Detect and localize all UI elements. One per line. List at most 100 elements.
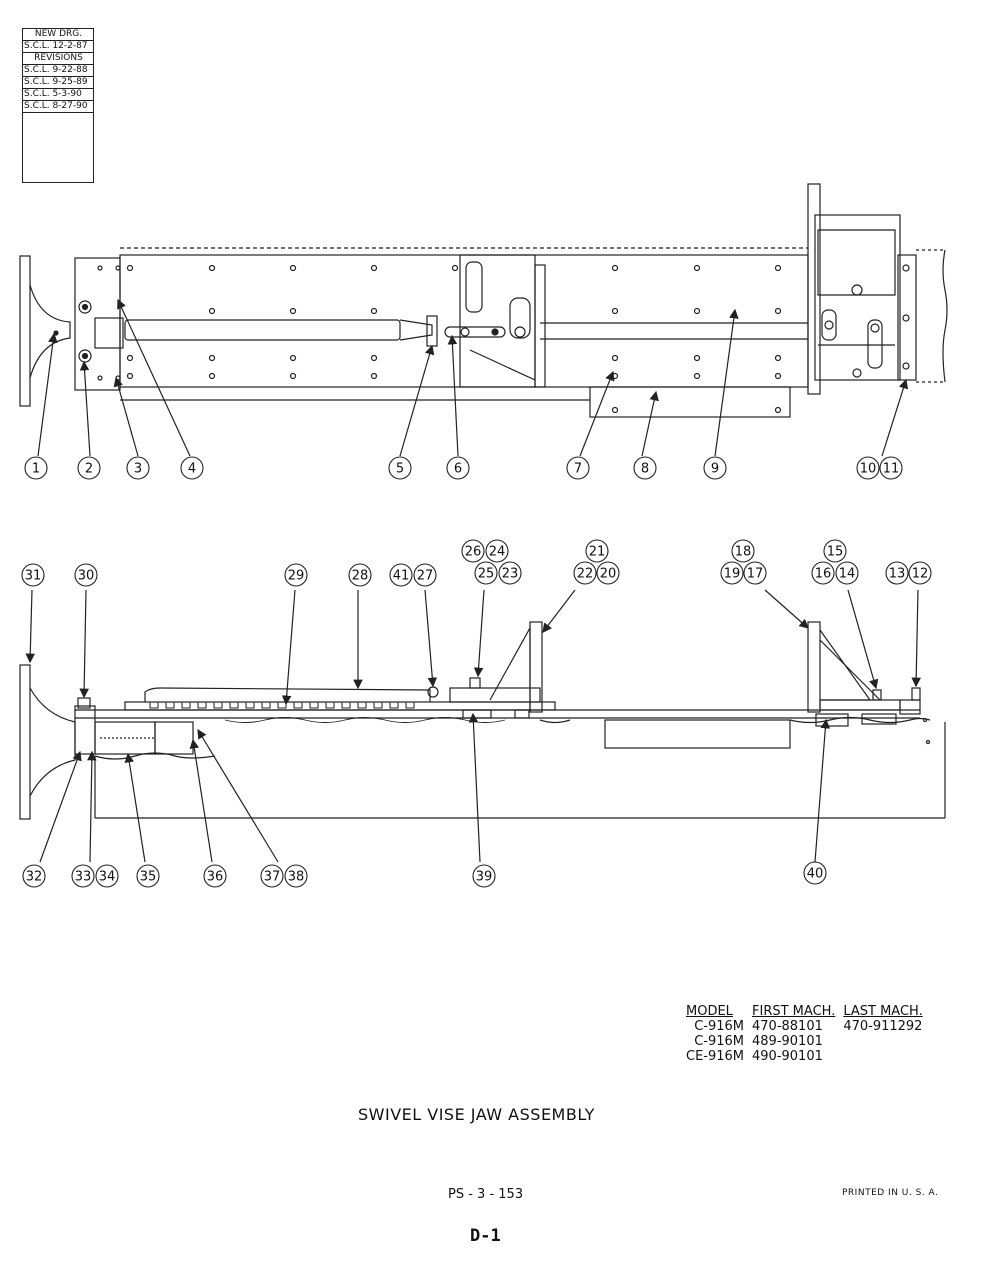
callout-bubble-20 <box>596 561 620 585</box>
callout-bubble-6 <box>446 456 470 480</box>
callout-bubble-24 <box>485 539 509 563</box>
callout-bubble-26 <box>461 539 485 563</box>
model-header: MODEL <box>686 1004 733 1019</box>
handwheel-hub <box>29 284 71 379</box>
callout-label-26: 26 <box>465 545 482 560</box>
revision-entry: S.C.L. 5-3-90 <box>23 89 93 101</box>
callout-label-39: 39 <box>476 870 493 885</box>
fixed-jaw-side <box>807 621 821 713</box>
callout-bubble-28 <box>348 563 372 587</box>
first-mach-cell: 489-90101 <box>752 1034 823 1049</box>
callout-label-2: 2 <box>85 462 93 477</box>
callout-label-15: 15 <box>827 545 844 560</box>
callout-label-21: 21 <box>589 545 606 560</box>
document-number: PS - 3 - 153 <box>448 1187 524 1202</box>
callout-label-23: 23 <box>502 567 519 582</box>
callout-bubble-30 <box>74 563 98 587</box>
callout-bubble-7 <box>566 456 590 480</box>
revisions-label: REVISIONS <box>23 53 93 65</box>
callout-bubble-23 <box>498 561 522 585</box>
callout-label-5: 5 <box>396 462 404 477</box>
callout-label-8: 8 <box>641 462 649 477</box>
callout-bubble-40 <box>803 861 827 885</box>
end-bracket <box>74 257 121 391</box>
new-drawing-entry: S.C.L. 12-2-87 <box>23 41 93 53</box>
table-row: CE-916M 490-90101 <box>682 1049 927 1064</box>
callout-bubble-10 <box>856 456 880 480</box>
callout-bubble-39 <box>472 864 496 888</box>
last-mach-cell <box>839 1049 926 1064</box>
callout-bubble-12 <box>908 561 932 585</box>
callout-bubble-31 <box>21 563 45 587</box>
callout-bubble-15 <box>823 539 847 563</box>
callout-label-27: 27 <box>417 569 434 584</box>
model-cell: C-916M <box>694 1019 745 1034</box>
last-mach-cell <box>839 1034 926 1049</box>
callout-label-10: 10 <box>860 462 877 477</box>
first-mach-cell: 470-88101 <box>752 1019 823 1034</box>
first-mach-cell: 490-90101 <box>752 1049 823 1064</box>
last-mach-header: LAST MACH. <box>843 1004 923 1019</box>
callout-label-13: 13 <box>889 567 906 582</box>
table-row: C-916M 470-88101 470-911292 <box>682 1019 927 1034</box>
movable-jaw <box>444 254 546 388</box>
first-mach-header: FIRST MACH. <box>752 1004 836 1019</box>
table-row: C-916M 489-90101 <box>682 1034 927 1049</box>
lead-screw <box>124 319 401 341</box>
callout-label-4: 4 <box>188 462 196 477</box>
model-cell: CE-916M <box>686 1049 745 1064</box>
revision-block: NEW DRG. S.C.L. 12-2-87 REVISIONS S.C.L.… <box>22 28 94 183</box>
callout-bubble-17 <box>743 561 767 585</box>
callout-label-7: 7 <box>574 462 582 477</box>
callout-label-20: 20 <box>600 567 617 582</box>
callout-bubble-3 <box>126 456 150 480</box>
callout-label-29: 29 <box>288 569 305 584</box>
callout-label-6: 6 <box>454 462 462 477</box>
last-mach-cell: 470-911292 <box>843 1019 923 1034</box>
callout-bubble-27 <box>413 563 437 587</box>
callout-bubble-13 <box>885 561 909 585</box>
callout-label-11: 11 <box>883 462 900 477</box>
callout-label-37: 37 <box>264 870 281 885</box>
printed-label: PRINTED IN U. S. A. <box>842 1188 939 1198</box>
callout-label-35: 35 <box>140 870 157 885</box>
callout-label-32: 32 <box>26 870 43 885</box>
callout-label-22: 22 <box>577 567 594 582</box>
callout-label-33: 33 <box>75 870 92 885</box>
callout-bubble-36 <box>203 864 227 888</box>
callout-bubble-38 <box>284 864 308 888</box>
handwheel-top <box>19 255 31 407</box>
revision-entry: S.C.L. 9-25-89 <box>23 77 93 89</box>
callout-label-34: 34 <box>99 870 116 885</box>
callout-label-1: 1 <box>32 462 40 477</box>
callout-label-14: 14 <box>839 567 856 582</box>
callout-label-16: 16 <box>815 567 832 582</box>
revision-entry: S.C.L. 9-22-88 <box>23 65 93 77</box>
callout-bubble-33 <box>71 864 95 888</box>
callout-bubble-16 <box>811 561 835 585</box>
callout-bubble-35 <box>136 864 160 888</box>
jaw-rack <box>144 687 431 702</box>
callout-bubble-25 <box>474 561 498 585</box>
callout-label-3: 3 <box>134 462 142 477</box>
page-id: D-1 <box>470 1226 501 1246</box>
model-table: MODEL FIRST MACH. LAST MACH. C-916M 470-… <box>682 1004 927 1064</box>
callout-bubble-11 <box>879 456 903 480</box>
callout-label-38: 38 <box>288 870 305 885</box>
callout-label-31: 31 <box>25 569 42 584</box>
callout-label-41: 41 <box>393 569 410 584</box>
callout-bubble-19 <box>720 561 744 585</box>
callout-label-25: 25 <box>478 567 495 582</box>
callout-bubble-1 <box>24 456 48 480</box>
model-cell: C-916M <box>694 1034 745 1049</box>
callout-bubble-22 <box>573 561 597 585</box>
callout-bubble-5 <box>388 456 412 480</box>
callout-label-19: 19 <box>724 567 741 582</box>
callout-bubble-29 <box>284 563 308 587</box>
callout-label-9: 9 <box>711 462 719 477</box>
revision-entry: S.C.L. 8-27-90 <box>23 101 93 113</box>
callout-bubble-9 <box>703 456 727 480</box>
vise-base-plate <box>119 254 809 388</box>
